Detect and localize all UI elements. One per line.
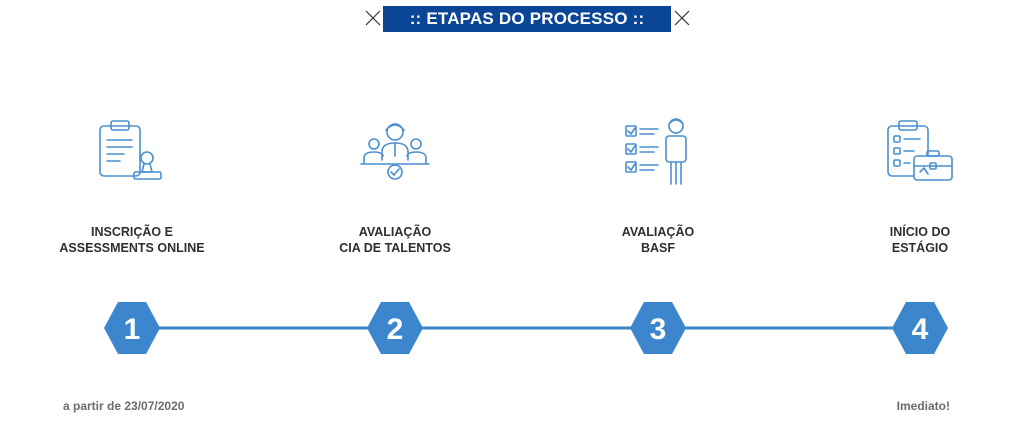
step-label-line: ESTÁGIO bbox=[891, 241, 949, 255]
step-number-2: 2 bbox=[387, 313, 404, 346]
step-label-line: CIA DE TALENTOS bbox=[339, 241, 451, 255]
step-label-line: AVALIAÇÃO bbox=[621, 225, 695, 239]
team-approval-icon bbox=[360, 123, 430, 180]
step-number-1: 1 bbox=[124, 313, 141, 346]
step-label-3: AVALIAÇÃO BASF bbox=[548, 224, 768, 256]
process-timeline: 1 2 3 4 bbox=[104, 302, 948, 354]
step-label-2: AVALIAÇÃO CIA DE TALENTOS bbox=[285, 224, 505, 256]
step-marker-2: 2 bbox=[367, 302, 423, 354]
clipboard-stamp-icon bbox=[99, 120, 162, 180]
step-label-line: ASSESSMENTS ONLINE bbox=[59, 241, 205, 255]
step-marker-4: 4 bbox=[892, 302, 948, 354]
decorative-x-icon bbox=[674, 10, 690, 26]
step-number-3: 3 bbox=[650, 313, 667, 346]
section-header: :: ETAPAS DO PROCESSO :: bbox=[0, 6, 1024, 32]
section-title: :: ETAPAS DO PROCESSO :: bbox=[383, 6, 671, 32]
checklist-person-icon bbox=[625, 118, 687, 185]
step-label-1: INSCRIÇÃO E ASSESSMENTS ONLINE bbox=[22, 224, 242, 256]
decorative-x-icon bbox=[365, 10, 381, 26]
step-number-4: 4 bbox=[912, 313, 929, 346]
step-label-line: INSCRIÇÃO E bbox=[91, 225, 173, 239]
end-note: Imediato! bbox=[896, 399, 950, 413]
start-date-note: a partir de 23/07/2020 bbox=[63, 399, 185, 413]
step-marker-1: 1 bbox=[104, 302, 160, 354]
step-label-4: INÍCIO DO ESTÁGIO bbox=[810, 224, 1024, 256]
step-label-line: AVALIAÇÃO bbox=[358, 225, 432, 239]
step-label-line: BASF bbox=[640, 241, 676, 255]
clipboard-briefcase-icon bbox=[887, 120, 953, 181]
step-marker-3: 3 bbox=[630, 302, 686, 354]
step-label-line: INÍCIO DO bbox=[889, 225, 951, 239]
